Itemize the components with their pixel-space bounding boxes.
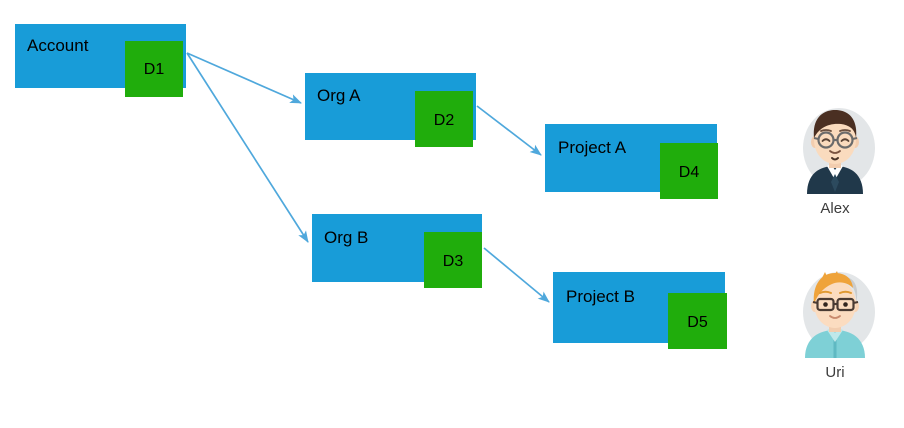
badge-d1[interactable]: D1	[125, 41, 183, 97]
node-org-b-label: Org B	[324, 228, 369, 247]
node-project-b[interactable]: Project B D5	[553, 272, 729, 350]
user-name-alex: Alex	[820, 200, 850, 217]
edge-account-to-org-b	[186, 52, 309, 243]
user-name-uri: Uri	[825, 364, 845, 381]
node-project-a-label: Project A	[558, 138, 627, 157]
node-org-b[interactable]: Org B D3	[312, 214, 484, 288]
badge-d5[interactable]: D5	[668, 293, 727, 349]
avatar-uri	[787, 262, 883, 358]
badge-d3[interactable]: D3	[424, 232, 482, 288]
node-account[interactable]: Account D1	[15, 24, 187, 98]
edge-account-to-org-a	[186, 52, 302, 104]
badge-d2-label: D2	[433, 112, 455, 129]
badge-d2[interactable]: D2	[415, 91, 473, 147]
node-org-a-label: Org A	[317, 86, 361, 105]
badge-d1-label: D1	[143, 61, 165, 78]
node-account-label: Account	[27, 36, 89, 55]
node-project-b-label: Project B	[566, 287, 635, 306]
badge-d3-label: D3	[442, 253, 464, 270]
badge-d4-label: D4	[678, 164, 700, 181]
badge-d4[interactable]: D4	[660, 143, 718, 199]
edge-org-a-to-project-a	[476, 105, 542, 156]
edge-org-b-to-project-b	[483, 247, 550, 303]
badge-d5-label: D5	[687, 314, 708, 331]
user-card-uri[interactable]: Uri	[775, 262, 895, 382]
avatar-alex	[787, 98, 883, 194]
node-org-a[interactable]: Org A D2	[305, 73, 477, 147]
user-card-alex[interactable]: Alex	[775, 98, 895, 218]
node-project-a[interactable]: Project A D4	[545, 124, 720, 200]
